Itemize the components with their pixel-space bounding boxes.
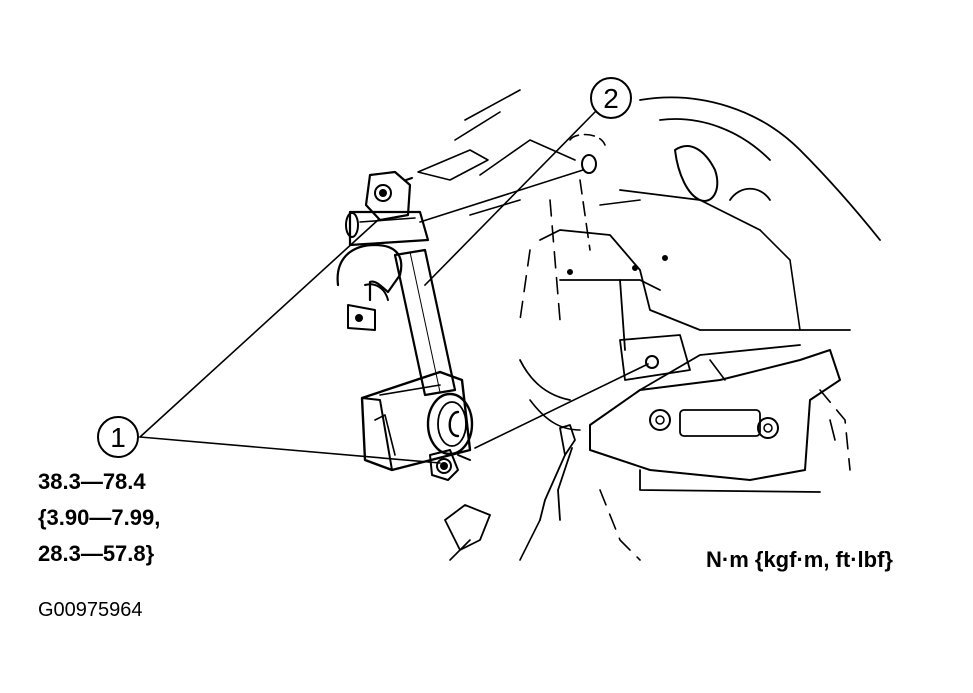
leader-lines (139, 111, 649, 464)
units-legend: N·m {kgf·m, ft·lbf} (706, 547, 893, 572)
callout-1: 1 (97, 416, 139, 458)
callout-2: 2 (590, 77, 632, 119)
seat-side-bracket (589, 344, 841, 493)
seat-belt-buckle-stalk (444, 424, 576, 561)
callout-2-label: 2 (603, 83, 619, 114)
torque-spec-kgfm: {3.90—7.99, (38, 505, 161, 530)
seat-belt-retractor (336, 170, 474, 481)
torque-spec-nm: 38.3—78.4 (38, 469, 146, 494)
torque-spec-ftlbf: 28.3—57.8} (38, 541, 155, 566)
vehicle-body-structure (417, 89, 881, 561)
callout-1-label: 1 (110, 422, 126, 453)
figure-code: G00975964 (38, 599, 143, 621)
